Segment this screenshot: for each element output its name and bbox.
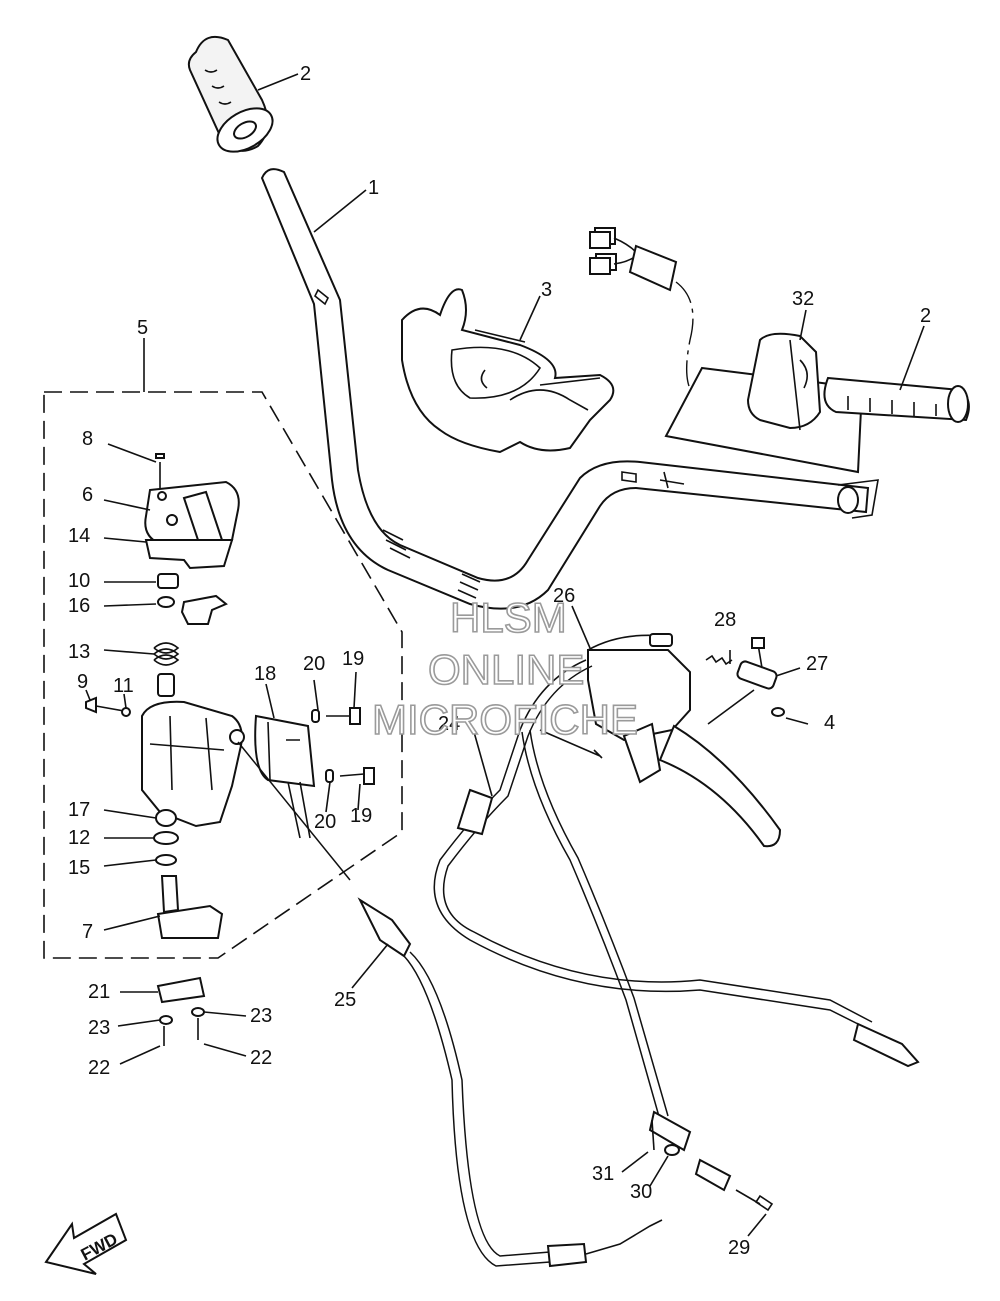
callout-11: 11 (113, 675, 134, 697)
callout-9: 9 (77, 671, 88, 693)
bushing (157, 673, 175, 697)
callout-2-left-grip: 2 (300, 63, 311, 85)
callout-27: 27 (806, 653, 828, 675)
brake-cable-24 (433, 659, 920, 1212)
throttle-lever-7 (156, 875, 224, 939)
watermark: HLSM ONLINE MICROFICHE (371, 593, 639, 744)
right-switch-and-grip (664, 332, 970, 474)
bolt-19-lower (325, 767, 375, 785)
callout-15: 15 (68, 857, 90, 879)
switch-18 (254, 714, 316, 839)
washer-11 (121, 707, 131, 717)
handlebar (260, 168, 879, 610)
callout-26: 26 (553, 585, 575, 607)
callout-32-switch: 32 (792, 288, 814, 310)
callout-22-left: 22 (88, 1057, 110, 1079)
assembly-5-boundary (43, 391, 403, 959)
seal-17 (155, 809, 177, 827)
handlebar-cover (401, 288, 615, 454)
wire-connectors (589, 227, 731, 411)
callout-4: 4 (824, 712, 835, 734)
washer-15 (155, 854, 177, 866)
throttle-cover-6 (144, 480, 240, 548)
callout-13: 13 (68, 641, 90, 663)
callout-20-lower: 20 (314, 811, 336, 833)
washer-12 (153, 831, 179, 845)
screw-8 (155, 453, 165, 488)
callout-28: 28 (714, 609, 736, 631)
callout-2-right-grip: 2 (920, 305, 931, 327)
brake-lever-assembly (587, 633, 809, 848)
callout-24: 24 (438, 713, 460, 735)
callout-10: 10 (68, 570, 90, 592)
callout-8: 8 (82, 428, 93, 450)
spring-13 (153, 642, 180, 666)
callout-31: 31 (592, 1163, 614, 1185)
callout-18: 18 (254, 663, 276, 685)
screw-9 (85, 696, 131, 714)
callout-25: 25 (334, 989, 356, 1011)
washer-16 (157, 594, 228, 625)
watermark-line-2: ONLINE (428, 646, 584, 693)
callout-1-handlebar: 1 (368, 177, 379, 199)
bolt-19-upper (311, 707, 361, 725)
fwd-arrow: FWD (44, 1212, 128, 1275)
callout-21: 21 (88, 981, 110, 1003)
throttle-cable-25 (237, 741, 663, 1268)
callout-16: 16 (68, 595, 90, 617)
watermark-line-1: HLSM (450, 594, 567, 641)
washer-23-left (159, 1015, 173, 1025)
washer-23-right (191, 1007, 205, 1017)
callout-19-upper: 19 (342, 648, 364, 670)
callout-22-right: 22 (250, 1047, 272, 1069)
nut-10 (157, 573, 179, 589)
callout-12: 12 (68, 827, 90, 849)
callout-30: 30 (630, 1181, 652, 1203)
callout-29: 29 (728, 1237, 750, 1259)
clamp-21 (156, 976, 206, 1004)
watermark-line-3: MICROFICHE (372, 696, 638, 743)
callout-labels: 2 1 3 32 2 5 8 6 14 10 16 13 9 11 18 20 … (68, 63, 931, 1259)
callout-14: 14 (68, 525, 90, 547)
callout-6: 6 (82, 484, 93, 506)
gasket-14 (144, 539, 234, 570)
callout-20-upper: 20 (303, 653, 325, 675)
callout-19-lower: 19 (350, 805, 372, 827)
callout-23-right: 23 (250, 1005, 272, 1027)
left-grip (187, 36, 274, 153)
callout-7: 7 (82, 921, 93, 943)
leader-lines (85, 73, 925, 1237)
callout-3-cover: 3 (541, 279, 552, 301)
callout-5-assembly: 5 (137, 317, 148, 339)
callout-23-left: 23 (88, 1017, 110, 1039)
callout-17: 17 (68, 799, 90, 821)
throttle-housing (141, 700, 245, 828)
